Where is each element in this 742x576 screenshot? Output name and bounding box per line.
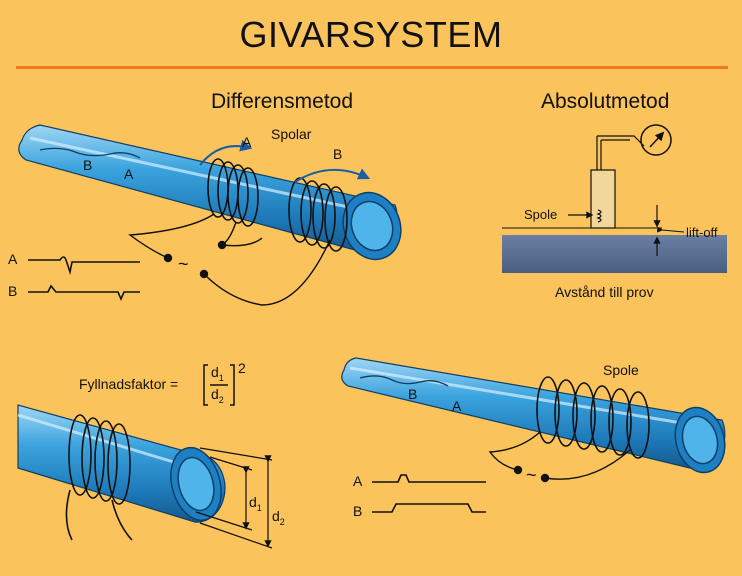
fill-factor-label: Fyllnadsfaktor = [79,376,179,392]
absolute-heading: Absolutmetod [541,90,670,113]
fill-factor-dimensions [195,447,273,549]
coil-a [207,158,259,227]
differential-tube [18,124,402,261]
single-coil [536,376,650,459]
single-defect-b-label: B [408,386,418,402]
differential-wiring [128,213,331,306]
coil-a-rotation-arrow [199,139,253,166]
dim-outer-label: d2 [272,508,285,527]
single-coil-signal-b [372,503,486,513]
page-title: GIVARSYSTEM [239,14,503,55]
signal-a-label: A [8,251,18,267]
fill-factor-numerator: d1 [211,364,224,383]
fill-factor-exponent: 2 [238,360,246,376]
defect-b-label: B [83,157,93,173]
single-defect-a-label: A [452,398,462,414]
spole-label: Spole [524,207,558,222]
differential-heading: Differensmetod [211,90,354,113]
liftoff-label: lift-off [686,225,718,240]
single-signal-b-label: B [353,503,363,519]
distance-label: Avstånd till prov [555,284,654,300]
single-coil-signal-a [372,474,486,483]
ac-source-symbol: ~ [178,254,189,274]
coils-label: Spolar [271,126,312,142]
fill-factor-tube [17,404,226,523]
signal-b-label: B [8,283,18,299]
coil-b-label: B [333,146,343,162]
fill-factor-brackets [203,364,235,406]
coil-b [288,177,348,252]
differential-signal-b [28,284,140,302]
coil-a-label: A [242,134,252,150]
title-divider [16,66,728,69]
single-coil-label: Spole [603,362,639,378]
fill-factor-denominator: d2 [211,386,224,405]
absolute-probe [502,124,727,273]
defect-a-label: A [124,166,134,182]
coil-b-rotation-arrow [294,168,371,183]
single-signal-a-label: A [353,473,363,489]
differential-signal-a [28,256,140,276]
single-ac-source-symbol: ~ [526,465,537,485]
dim-inner-label: d1 [249,494,262,513]
single-coil-wiring [488,431,631,483]
fill-factor-coil [65,414,133,541]
